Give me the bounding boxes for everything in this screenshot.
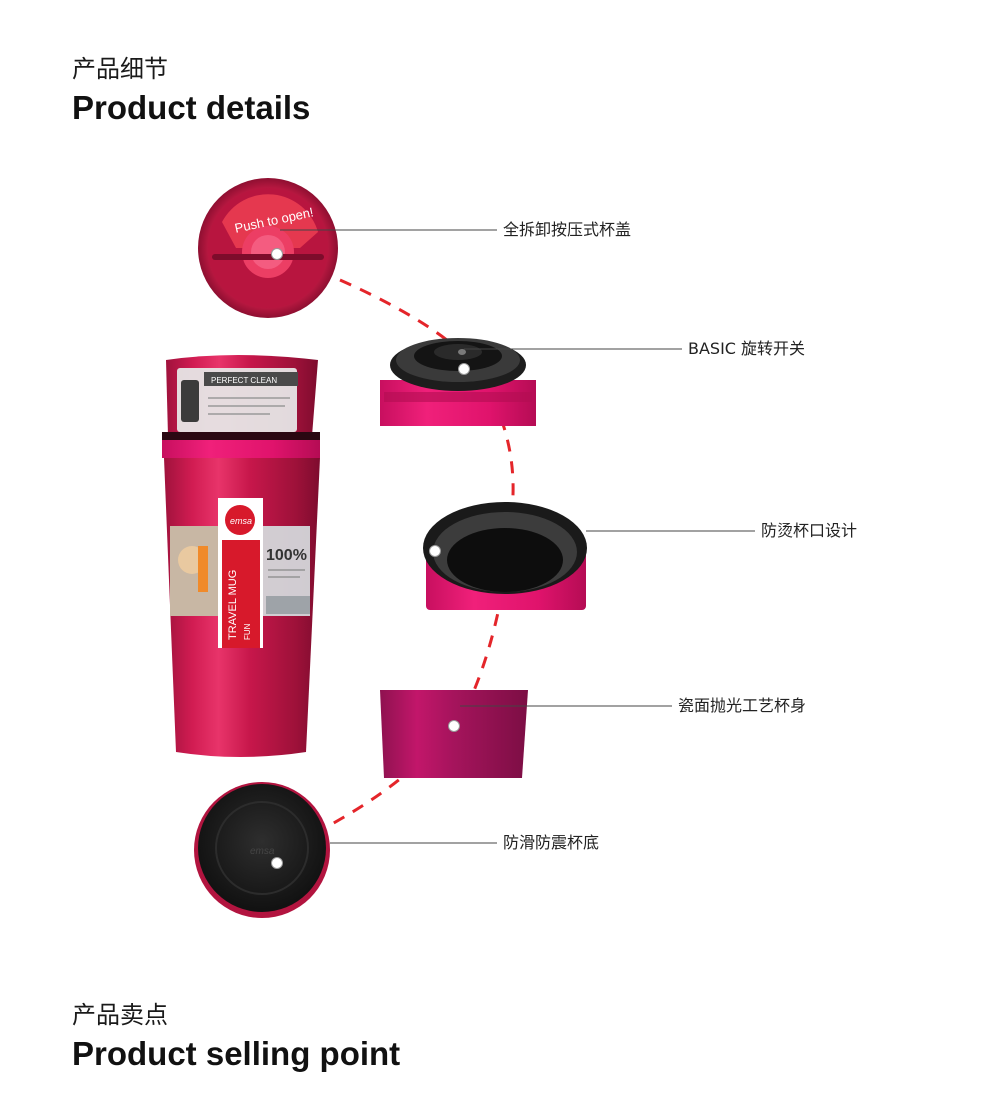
mug-full-view: PERFECT CLEAN emsa TRAVEL MUG FUN 100%: [162, 355, 320, 757]
svg-text:FUN: FUN: [243, 623, 252, 640]
section-header-selling: 产品卖点 Product selling point: [72, 1003, 400, 1070]
section-title-cn: 产品卖点: [72, 1001, 168, 1029]
callout-lid: 全拆卸按压式杯盖: [503, 220, 632, 239]
section-title-en: Product selling point: [72, 1035, 401, 1072]
svg-text:emsa: emsa: [230, 516, 252, 526]
callout-bottom: 防滑防震杯底: [503, 833, 600, 852]
callout-body: 瓷面抛光工艺杯身: [678, 696, 807, 715]
svg-text:PERFECT CLEAN: PERFECT CLEAN: [211, 376, 277, 385]
lid-top-view: Push to open!: [198, 178, 338, 318]
callout-switch: BASIC 旋转开关: [688, 339, 806, 358]
section-title-en: Product details: [72, 89, 311, 126]
svg-text:100%: 100%: [266, 547, 307, 564]
basic-switch-view: [380, 338, 536, 426]
section-header-details: 产品细节 Product details: [72, 57, 310, 124]
body-view: [380, 690, 528, 778]
svg-text:emsa: emsa: [250, 846, 275, 857]
callout-mouth: 防烫杯口设计: [761, 521, 858, 540]
mouth-view: [423, 502, 587, 610]
bottom-view: emsa: [194, 782, 330, 918]
section-title-cn: 产品细节: [72, 55, 168, 83]
svg-text:TRAVEL MUG: TRAVEL MUG: [227, 570, 239, 640]
